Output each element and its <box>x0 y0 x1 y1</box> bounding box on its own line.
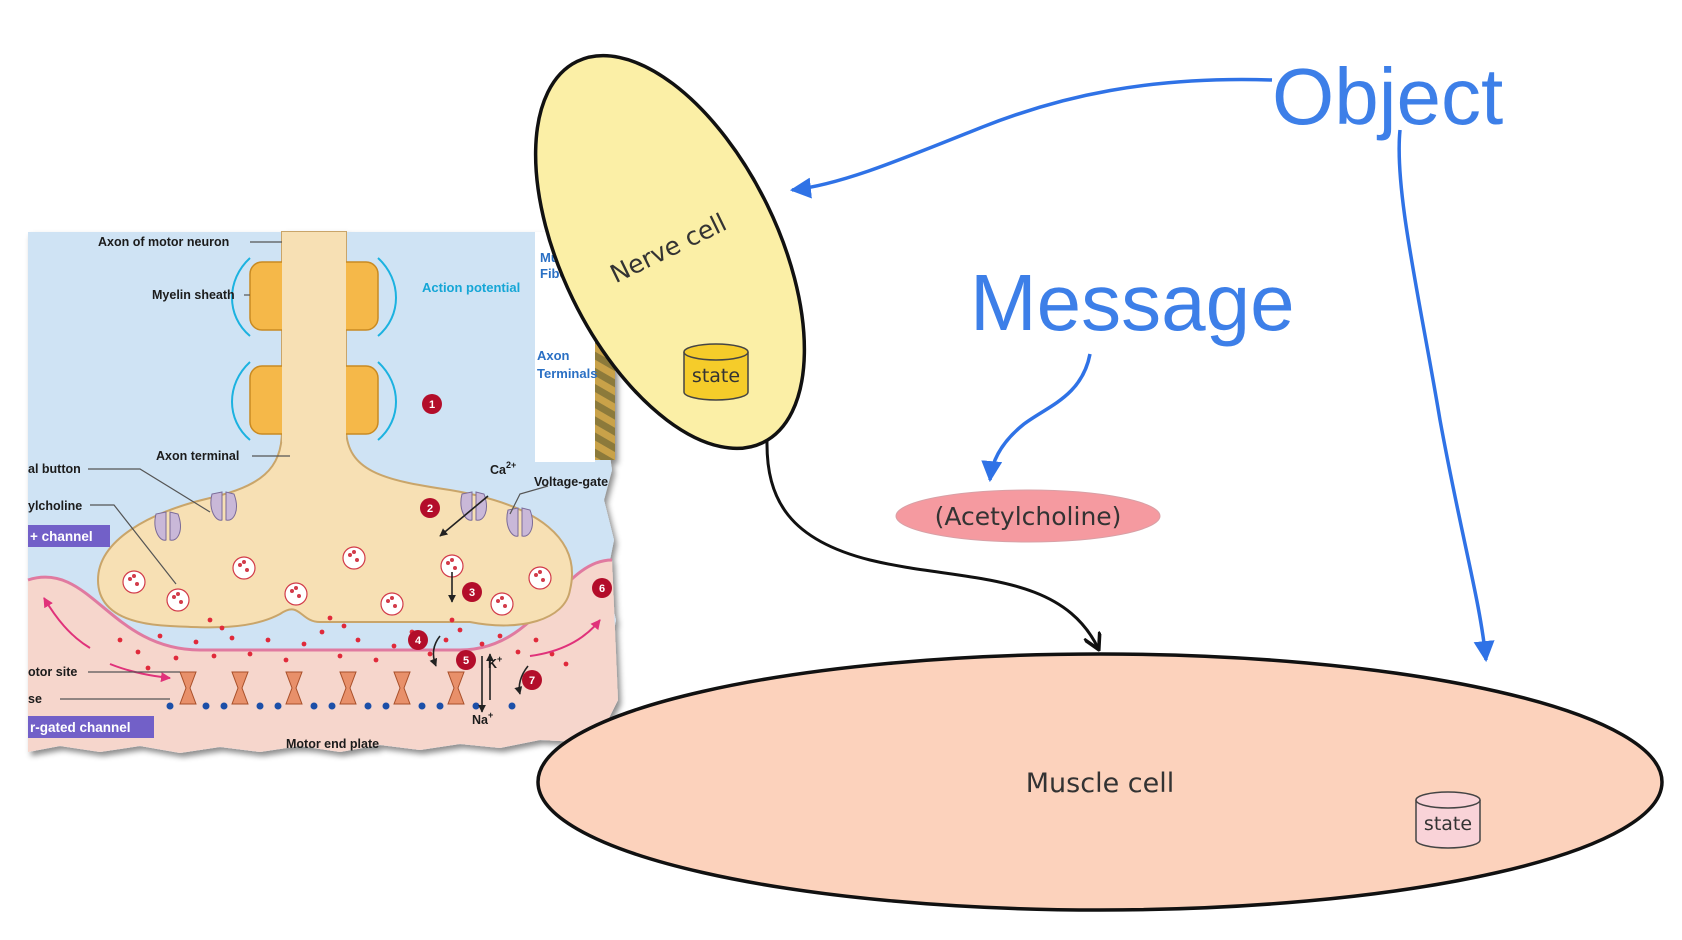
channel-tag-top-bg <box>28 525 110 547</box>
object-to-muscle-arrow <box>1397 129 1495 663</box>
svg-text:2: 2 <box>427 503 433 515</box>
synaptic-vesicles <box>122 546 552 616</box>
acetylcholine-dots <box>117 615 569 671</box>
label-chemically-gated: r-gated channel <box>30 720 131 735</box>
message-flow-arrow <box>765 439 1098 648</box>
acetylcholine-label: (Acetylcholine) <box>935 502 1122 531</box>
action-potential-arcs <box>231 257 397 441</box>
label-receptor-site: otor site <box>28 665 77 679</box>
exocytosis-arrow <box>429 635 441 667</box>
step-badge: 7 <box>522 670 542 690</box>
ligand-gated-channels <box>179 671 465 705</box>
calcium-influx-arrow <box>439 495 489 537</box>
synapse-figure: Mus Fiber Axon Terminals <box>27 231 618 753</box>
label-potassium: K+ <box>488 654 502 671</box>
step-badge: 3 <box>462 582 482 602</box>
label-channel-top: + channel <box>30 529 93 544</box>
current-arrow-right <box>529 619 601 657</box>
channel-tag-bottom-bg <box>28 716 154 738</box>
svg-text:6: 6 <box>599 583 605 595</box>
label-voltage-gated: Voltage-gate <box>534 475 608 489</box>
current-arrow-left <box>43 597 91 649</box>
breakdown-arrow <box>514 665 529 695</box>
message-callout: Message <box>970 258 1295 347</box>
step-badge: 4 <box>408 630 428 650</box>
label-axon-motor-neuron: Axon of motor neuron <box>98 235 229 249</box>
muscle-cell: Muscle cell <box>536 652 1664 912</box>
label-acetylcholine: ylcholine <box>28 499 82 513</box>
muscle-cell-label: Muscle cell <box>1026 768 1174 799</box>
step-badge: 5 <box>456 650 476 670</box>
label-axon-terminals-1: Axon <box>537 348 570 363</box>
voltage-gated-channels <box>154 491 533 541</box>
label-se: se <box>28 692 42 706</box>
receptor-blue-dots <box>166 702 516 710</box>
label-myelin-sheath: Myelin sheath <box>152 288 235 302</box>
acetylcholine-token: (Acetylcholine) <box>895 489 1161 543</box>
step-badge: 2 <box>420 498 440 518</box>
label-axon-terminal: Axon terminal <box>156 449 239 463</box>
vesicle-contents <box>128 550 545 608</box>
object-callout: Object <box>1272 52 1503 141</box>
message-to-acetylcholine-arrow <box>981 353 1092 483</box>
current-arrow-bottom <box>109 663 171 683</box>
label-synaptic-button: al button <box>28 462 81 476</box>
nerve-state-label: state <box>692 365 740 387</box>
svg-text:3: 3 <box>469 587 475 599</box>
nerve-state-store: state <box>683 343 749 401</box>
step-badge: 6 <box>592 578 612 598</box>
svg-text:7: 7 <box>529 675 535 687</box>
label-motor-end-plate: Motor end plate <box>286 737 379 751</box>
muscle-state-store: state <box>1415 791 1481 849</box>
label-action-potential: Action potential <box>422 280 520 295</box>
label-sodium: Na+ <box>472 710 493 727</box>
label-axon-terminals-2: Terminals <box>537 366 597 381</box>
muscle-membrane-region <box>28 560 618 753</box>
svg-text:5: 5 <box>463 655 469 667</box>
muscle-state-label: state <box>1424 813 1472 835</box>
leader-lines <box>60 241 549 700</box>
svg-text:1: 1 <box>429 399 435 411</box>
svg-text:4: 4 <box>415 635 422 647</box>
object-to-nerve-arrow <box>789 77 1273 199</box>
axon-core <box>282 232 346 442</box>
step-badge: 1 <box>422 394 442 414</box>
label-calcium: Ca2+ <box>490 460 516 477</box>
